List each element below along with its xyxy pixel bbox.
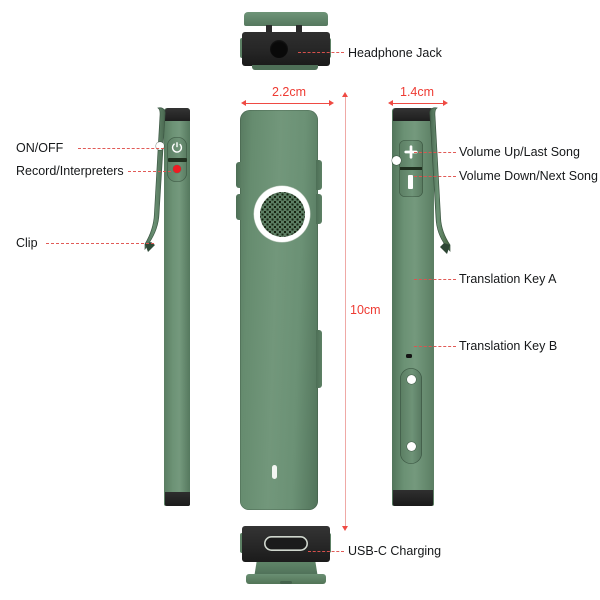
dimension-height-text: 10cm [350,303,381,317]
device-left-side-view [138,100,210,512]
leader-clip [46,243,154,244]
volume-button-divider [400,167,422,170]
left-view-top-cap [165,108,190,121]
callout-label-translation-key-b: Translation Key B [459,338,558,353]
leader-headphone-jack [298,52,344,53]
top-ridge-left [266,25,272,34]
dimension-width-front-arrow-left [241,99,246,106]
leader-translation-key-a [414,279,456,280]
callout-label-headphone-jack: Headphone Jack [348,45,442,60]
top-clip-plate [244,12,328,26]
bottom-stand-base [246,574,326,584]
callout-label-clip: Clip [16,235,38,250]
right-view-bottom-cap [393,490,433,506]
dimension-width-side-text: 1.4cm [400,85,435,99]
front-view-nub-right-3 [316,330,322,388]
dimension-height-line [345,96,346,526]
clip-hinge-icon [392,156,401,165]
power-icon[interactable] [170,141,184,155]
translation-button-panel [400,368,422,464]
top-foot [252,65,318,70]
usb-c-port-icon[interactable] [264,536,308,551]
callout-label-volume-up: Volume Up/Last Song [459,144,580,159]
bottom-notch [280,581,292,584]
front-view-nub-right-2 [316,194,322,224]
right-view-clip[interactable] [426,106,454,256]
dimension-width-front-arrow-right [329,99,334,106]
minus-icon[interactable] [408,175,413,189]
translation-key-b-dot[interactable] [406,442,416,451]
device-top-view [240,8,336,78]
front-indicator-pill [272,465,277,479]
dimension-width-front-line [245,103,331,104]
leader-record-interpreters [128,171,171,172]
dimension-width-side-arrow-right [443,99,448,106]
device-front-view [234,110,338,510]
dimension-height-arrow-top [342,92,348,97]
microphone-hole-icon [406,354,412,358]
front-view-nub-left-2 [236,194,242,220]
top-ridge-right [296,25,302,34]
leader-translation-key-b [414,346,456,347]
callout-label-record-interpreters: Record/Interpreters [16,163,124,178]
translation-key-a-dot[interactable] [406,375,416,384]
speaker-grille-icon [259,191,305,237]
leader-volume-down [414,176,456,177]
front-view-nub-right-1 [316,160,322,190]
front-view-nub-left-1 [236,162,242,188]
device-right-side-view [388,100,458,512]
dimension-width-side-line [392,103,445,104]
front-view-body [240,110,318,510]
record-dot-icon[interactable] [173,165,181,173]
clip-hinge-icon [156,142,164,150]
right-view-top-cap [393,108,433,121]
left-view-clip[interactable] [142,106,168,254]
callout-label-volume-down: Volume Down/Next Song [459,168,598,183]
leader-usb-c-charging [308,551,344,552]
dimension-width-front-text: 2.2cm [272,85,307,99]
left-view-bottom-cap [165,492,190,506]
dimension-width-side-arrow-left [388,99,393,106]
device-bottom-view [240,524,336,594]
left-view-button-divider [168,158,187,162]
leader-volume-up [414,152,456,153]
leader-on-off [78,148,164,149]
callout-label-usb-c-charging: USB-C Charging [348,543,442,558]
dimension-height-arrow-bottom [342,526,348,531]
callout-label-on-off: ON/OFF [16,140,64,155]
callout-label-translation-key-a: Translation Key A [459,271,557,286]
headphone-jack-icon[interactable] [270,40,288,58]
